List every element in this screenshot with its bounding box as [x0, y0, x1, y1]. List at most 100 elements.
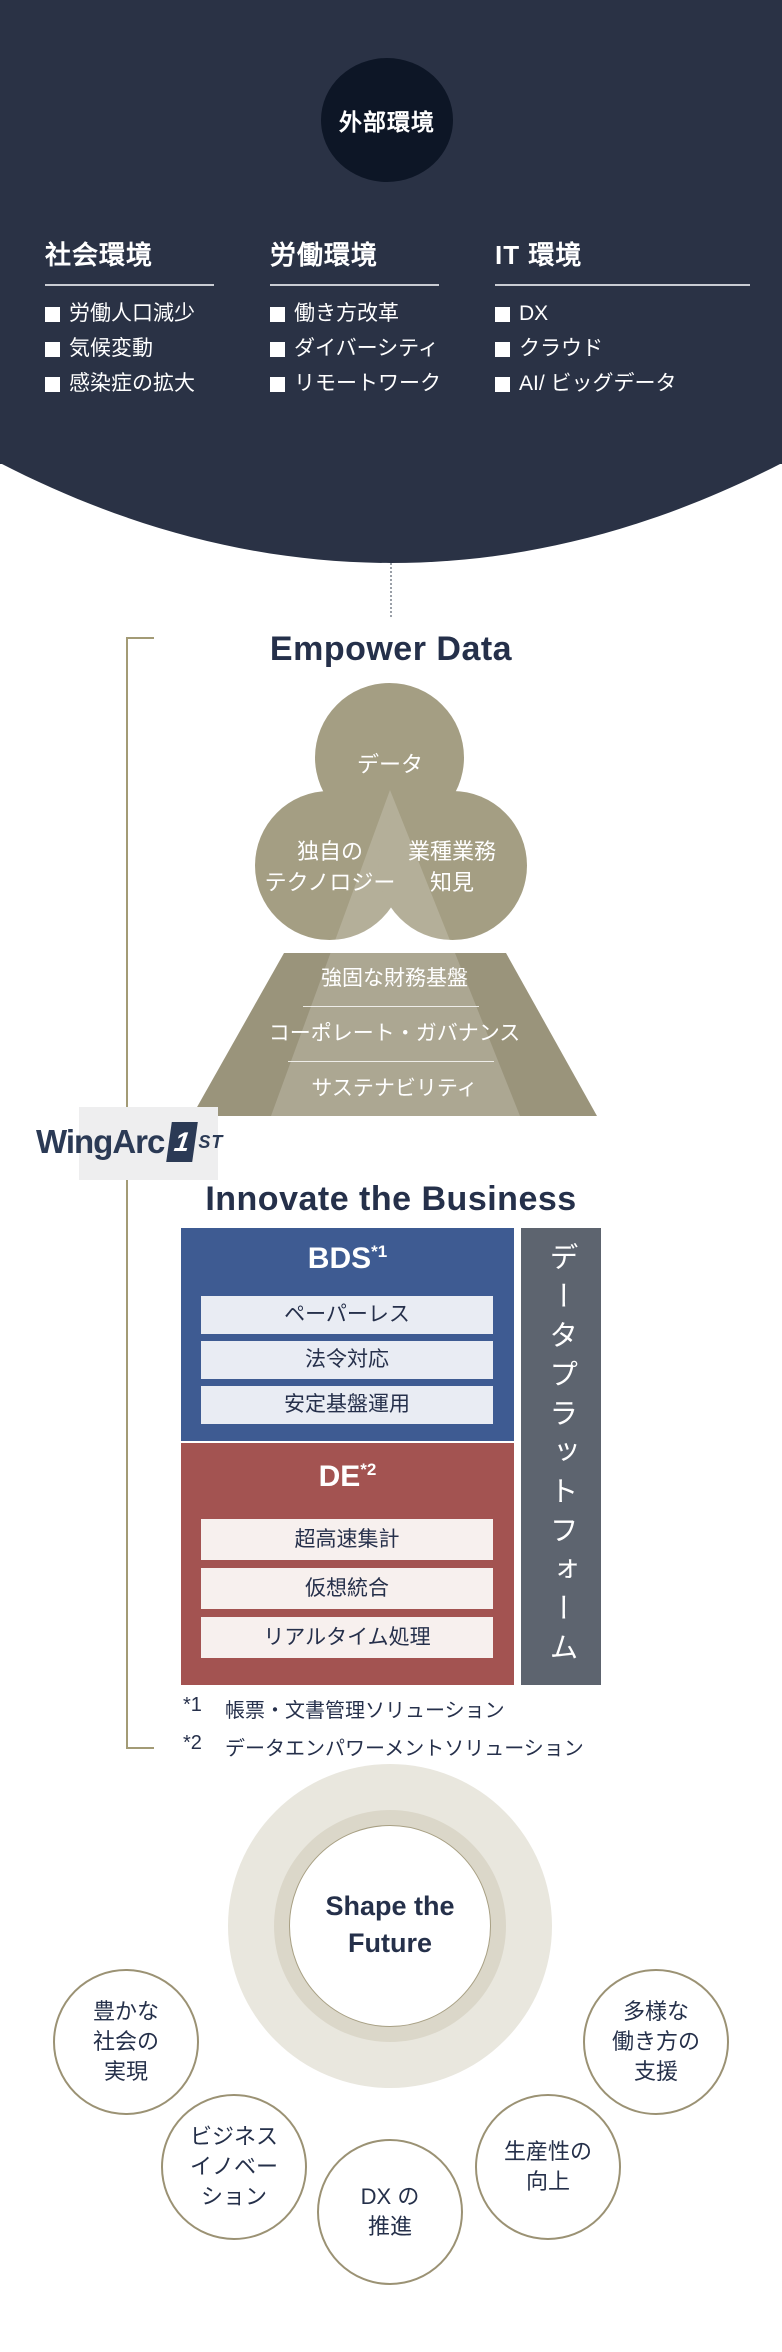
list-item: 労働人口減少 [45, 302, 260, 326]
column-social-environment: 社会環境 労働人口減少 気候変動 感染症の拡大 [45, 240, 260, 407]
footnote-text: 帳票・文書管理ソリューション [225, 1700, 505, 1722]
list-item-label: 気候変動 [69, 337, 153, 360]
list-item: クラウド [495, 337, 755, 361]
satellite-label: DX の 推進 [361, 2182, 420, 2242]
satellite-line: 生産性の [503, 2139, 592, 2164]
footnote-text: データエンパワーメントソリューション [225, 1738, 584, 1760]
bds-row-stable-operation: 安定基盤運用 [201, 1386, 493, 1424]
bullet-square-icon [270, 341, 285, 357]
navy-curve-shape [0, 463, 782, 563]
future-label-line: Future [348, 1928, 432, 1958]
de-row-aggregation: 超高速集計 [201, 1519, 493, 1560]
gold-bracket-bottom-corner [126, 1747, 154, 1749]
de-title: DE*2 [181, 1460, 514, 1494]
satellite-diverse-workstyles: 多様な 働き方の 支援 [583, 1969, 729, 2115]
data-platform-label: データプラットフォーム [545, 1242, 577, 1671]
external-environment-label: 外部環境 [339, 109, 435, 135]
column-title: 労働環境 [270, 240, 379, 270]
bds-row-paperless: ペーパーレス [201, 1296, 493, 1334]
pyramid-row-governance: コーポレート・ガバナンス [268, 1022, 521, 1045]
bds-footnote-marker: *1 [371, 1242, 388, 1261]
gold-bracket-line [126, 637, 128, 1749]
satellite-line: 向上 [525, 2169, 570, 2194]
venn-label-line: テクノロジー [264, 870, 396, 895]
list-item-label: ダイバーシティ [294, 337, 439, 360]
bds-label: BDS [307, 1242, 372, 1275]
column-title: 社会環境 [45, 240, 154, 270]
external-environment-badge: 外部環境 [321, 58, 453, 182]
innovate-business-title: Innovate the Business [205, 1180, 577, 1218]
dotted-connector-line [390, 563, 392, 617]
list-item: AI/ ビッグデータ [495, 372, 755, 396]
column-underline [270, 284, 439, 286]
satellite-label: ビジネス イノベー ション [190, 2122, 278, 2212]
logo-one-icon: 1 [166, 1122, 199, 1162]
wingarc1st-logo: WingArc 1 ST [36, 1118, 223, 1166]
satellite-line: イノベー [189, 2154, 278, 2179]
future-ring-center [289, 1825, 491, 2027]
logo-one-digit: 1 [172, 1126, 193, 1157]
list-item: 気候変動 [45, 337, 260, 361]
logo-background-box [79, 1107, 218, 1180]
satellite-line: DX の [360, 2184, 420, 2209]
list-item-label: 働き方改革 [294, 302, 399, 325]
satellite-line: 豊かな [92, 1999, 159, 2024]
bds-row-compliance: 法令対応 [201, 1341, 493, 1379]
venn-circle-knowledge [378, 791, 527, 940]
satellite-line: 多様な [622, 1999, 689, 2024]
list-item: DX [495, 302, 755, 326]
de-row-virtual-integration: 仮想統合 [201, 1568, 493, 1609]
venn-label-technology: 独自の テクノロジー [245, 836, 415, 898]
venn-label-line: 知見 [429, 870, 474, 895]
list-item-label: DX [519, 302, 549, 325]
column-underline [495, 284, 750, 286]
venn-label-line: 独自の [296, 839, 363, 864]
bds-title: BDS*1 [181, 1242, 514, 1276]
list-item: ダイバーシティ [270, 337, 485, 361]
satellite-rich-society: 豊かな 社会の 実現 [53, 1969, 199, 2115]
pyramid-row-sustainability: サステナビリティ [311, 1077, 478, 1100]
column-title: IT 環境 [495, 240, 583, 270]
satellite-line: 働き方の [611, 2029, 700, 2054]
column-it-environment: IT 環境 DX クラウド AI/ ビッグデータ [495, 240, 755, 407]
bullet-square-icon [495, 376, 510, 392]
bullet-square-icon [495, 306, 510, 322]
logo-wordmark: WingArc [36, 1123, 165, 1160]
satellite-label: 豊かな 社会の 実現 [93, 1997, 159, 2087]
list-item-label: 感染症の拡大 [69, 372, 195, 395]
list-item-label: AI/ ビッグデータ [519, 372, 677, 395]
satellite-line: ション [200, 2184, 267, 2209]
future-label-line: Shape the [325, 1891, 455, 1921]
bullet-square-icon [45, 341, 60, 357]
column-underline [45, 284, 214, 286]
satellite-line: ビジネス [189, 2124, 278, 2149]
logo-st-suffix: ST [198, 1131, 224, 1152]
bullet-square-icon [270, 376, 285, 392]
satellite-line: 社会の [92, 2029, 159, 2054]
satellite-line: 実現 [103, 2059, 148, 2084]
empower-data-title: Empower Data [269, 630, 513, 668]
venn-label-line: 業種業務 [407, 839, 496, 864]
footnote-2: *2 データエンパワーメントソリューション [183, 1732, 584, 1761]
pyramid-row-finance: 強固な財務基盤 [321, 967, 468, 990]
list-item-label: リモートワーク [294, 372, 441, 395]
satellite-dx-promotion: DX の 推進 [317, 2139, 463, 2285]
column-work-environment: 労働環境 働き方改革 ダイバーシティ リモートワーク [270, 240, 485, 407]
bullet-square-icon [45, 306, 60, 322]
pyramid-divider [303, 1006, 479, 1007]
pyramid-divider [288, 1061, 494, 1062]
list-item: 働き方改革 [270, 302, 485, 326]
de-footnote-marker: *2 [360, 1460, 377, 1479]
footnote-1: *1 帳票・文書管理ソリューション [183, 1694, 505, 1723]
satellite-business-innovation: ビジネス イノベー ション [161, 2094, 307, 2240]
satellite-label: 生産性の 向上 [504, 2137, 592, 2197]
satellite-productivity: 生産性の 向上 [475, 2094, 621, 2240]
de-row-realtime: リアルタイム処理 [201, 1617, 493, 1658]
footnote-marker: *2 [183, 1732, 202, 1754]
venn-label-data: データ [356, 752, 423, 777]
data-platform-bar: データプラットフォーム [521, 1228, 601, 1685]
shape-the-future-label: Shape the Future [228, 1888, 552, 1962]
bullet-square-icon [45, 376, 60, 392]
list-item: リモートワーク [270, 372, 485, 396]
